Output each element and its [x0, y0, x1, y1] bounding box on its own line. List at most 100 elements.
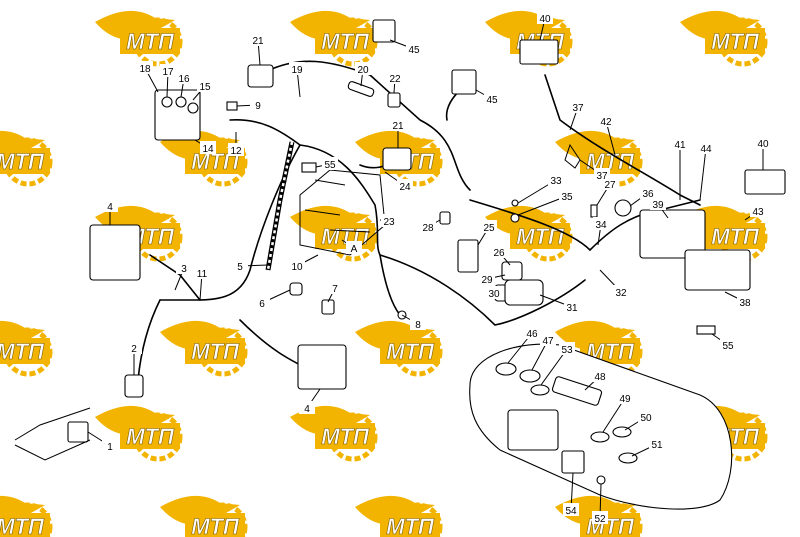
callout-label-bg	[720, 338, 736, 351]
watermark-badge: МТП	[290, 10, 378, 67]
watermark-plate	[0, 513, 50, 537]
console-socket-52	[596, 475, 606, 485]
callout-label-bg	[299, 401, 315, 414]
harness-wire-lower-left	[137, 299, 161, 381]
callout-label: 52	[594, 514, 606, 525]
callout-label-bg	[254, 296, 270, 309]
switch-1	[67, 421, 89, 443]
callout-label-bg	[638, 410, 654, 423]
callout-label-bg	[594, 168, 610, 181]
battery-38	[684, 249, 751, 291]
leader-line	[517, 195, 568, 216]
watermark-badge: МТП	[95, 10, 183, 67]
callout-label-bg	[698, 141, 714, 154]
frame-detail	[304, 179, 371, 233]
watermark-text: МТП	[191, 514, 240, 537]
watermark-text: МТП	[321, 29, 370, 54]
callout-label: 24	[399, 182, 411, 193]
watermark-plate	[0, 148, 50, 174]
callout-label-bg	[406, 42, 422, 55]
harness-wire-top-right	[544, 74, 701, 206]
callout-label: 48	[594, 372, 606, 383]
callout-label: 39	[652, 200, 664, 211]
watermark-badge: МТП	[355, 320, 443, 377]
callout-label: 37	[596, 171, 608, 182]
callout-label-bg	[381, 214, 397, 227]
watermark-plate	[510, 223, 570, 249]
callout-label: 11	[197, 269, 208, 280]
callout-label-bg	[755, 136, 771, 149]
watermark-plate	[380, 338, 440, 364]
callout-label-bg	[102, 199, 118, 212]
watermark-plate	[315, 423, 375, 449]
part-37-small	[564, 143, 581, 169]
callout-label: 47	[542, 336, 554, 347]
callout-label-bg	[250, 98, 266, 111]
part-22	[387, 92, 401, 108]
watermark-plate	[580, 513, 640, 537]
callout-label-bg	[289, 62, 305, 75]
watermark-text: МТП	[126, 29, 175, 54]
console-button-46	[495, 362, 517, 376]
callout-label: 4	[107, 202, 113, 213]
harness-wire-left	[159, 119, 302, 301]
callout-label-bg	[537, 11, 553, 24]
callout-label: 9	[255, 101, 261, 112]
callout-label-bg	[390, 118, 406, 131]
callout-label-bg	[137, 61, 153, 74]
callout-label-bg	[160, 64, 176, 77]
starter-31	[504, 279, 544, 306]
callout-label: 40	[539, 14, 551, 25]
console-switch-54	[561, 450, 585, 474]
callout-label: 53	[561, 345, 573, 356]
callout-label: 44	[700, 144, 712, 155]
callout-label: 32	[615, 288, 627, 299]
callout-label-bg	[322, 157, 338, 170]
callout-label-bg	[491, 245, 507, 258]
leader-line	[699, 147, 707, 201]
watermark-text: МТП	[321, 424, 370, 449]
part-9	[226, 101, 238, 111]
callout-label: 55	[722, 341, 734, 352]
callout-label: 16	[178, 74, 190, 85]
callout-label: 37	[572, 103, 584, 114]
callout-label-bg	[228, 143, 244, 156]
harness-wire-main	[299, 144, 586, 326]
callout-label: 34	[595, 220, 607, 231]
gauge-16	[161, 96, 173, 108]
callout-label: 17	[162, 67, 174, 78]
watermark-plate	[120, 423, 180, 449]
callout-label: 42	[600, 117, 612, 128]
callout-label-bg	[640, 186, 656, 199]
callout-label-bg	[563, 503, 579, 516]
watermark-plate	[380, 513, 440, 537]
callout-label-bg	[540, 333, 556, 346]
watermark-badge: МТП	[160, 320, 248, 377]
watermark-plate	[705, 28, 765, 54]
callout-label: 23	[383, 217, 395, 228]
callout-label: 3	[181, 264, 187, 275]
lamp-40-top	[519, 39, 559, 65]
box-4-upper	[89, 224, 141, 281]
shaft-1	[14, 407, 91, 461]
callout-label: 6	[259, 299, 265, 310]
watermark-text: МТП	[0, 514, 45, 537]
callout-label-bg	[346, 241, 362, 254]
callout-label: 41	[674, 140, 686, 151]
callout-label: 54	[565, 506, 577, 517]
callout-label-bg	[737, 295, 753, 308]
callout-label-bg	[593, 217, 609, 230]
callout-label-bg	[327, 281, 343, 294]
callout-label-bg	[200, 141, 216, 154]
watermark-plate	[315, 28, 375, 54]
callout-label: 29	[481, 275, 493, 286]
watermark-plate	[185, 513, 245, 537]
callout-label: 26	[493, 248, 505, 259]
watermark-plate	[0, 338, 50, 364]
callout-label-bg	[481, 220, 497, 233]
watermark-text: МТП	[0, 149, 45, 174]
callout-label: 31	[566, 303, 578, 314]
callout-label-bg	[194, 266, 210, 279]
callout-label-bg	[672, 137, 688, 150]
